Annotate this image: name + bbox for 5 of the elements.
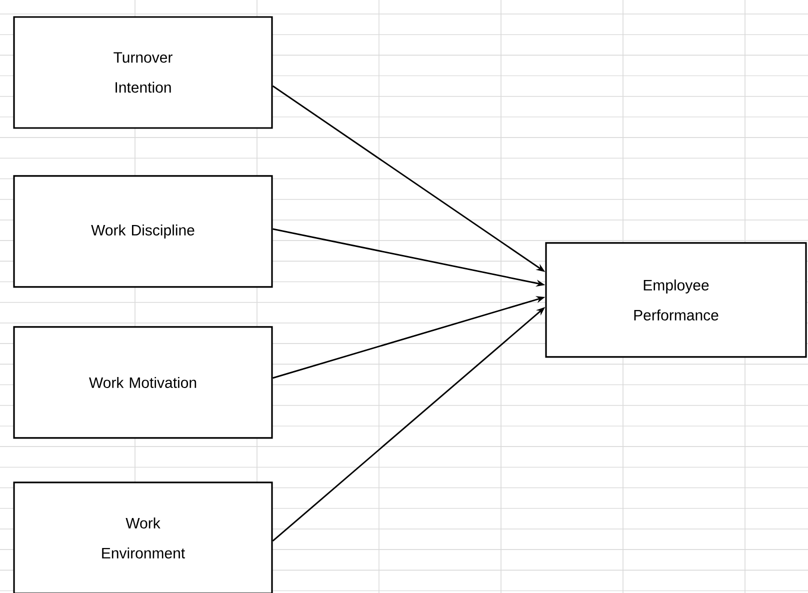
box: Turnover Intention — [13, 16, 273, 129]
box: Work Motivation — [13, 326, 273, 439]
box: Work Environment — [13, 482, 273, 593]
box: Employee Performance — [545, 242, 807, 358]
box: Work Discipline — [13, 175, 273, 288]
